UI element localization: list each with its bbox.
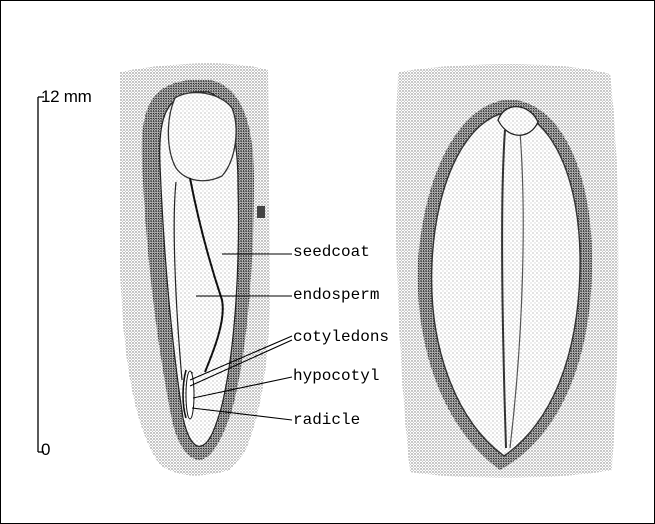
label-seedcoat: seedcoat xyxy=(293,243,370,261)
scale-bar xyxy=(38,97,44,452)
label-endosperm: endosperm xyxy=(293,286,379,304)
label-hypocotyl: hypocotyl xyxy=(293,367,379,385)
label-cotyledons: cotyledons xyxy=(293,328,389,346)
scale-min-label: 0 xyxy=(41,440,50,460)
seed-cross-section xyxy=(120,63,270,475)
scale-max-label: 12 mm xyxy=(41,87,91,107)
label-radicle: radicle xyxy=(293,411,360,429)
whole-seed xyxy=(396,64,619,478)
